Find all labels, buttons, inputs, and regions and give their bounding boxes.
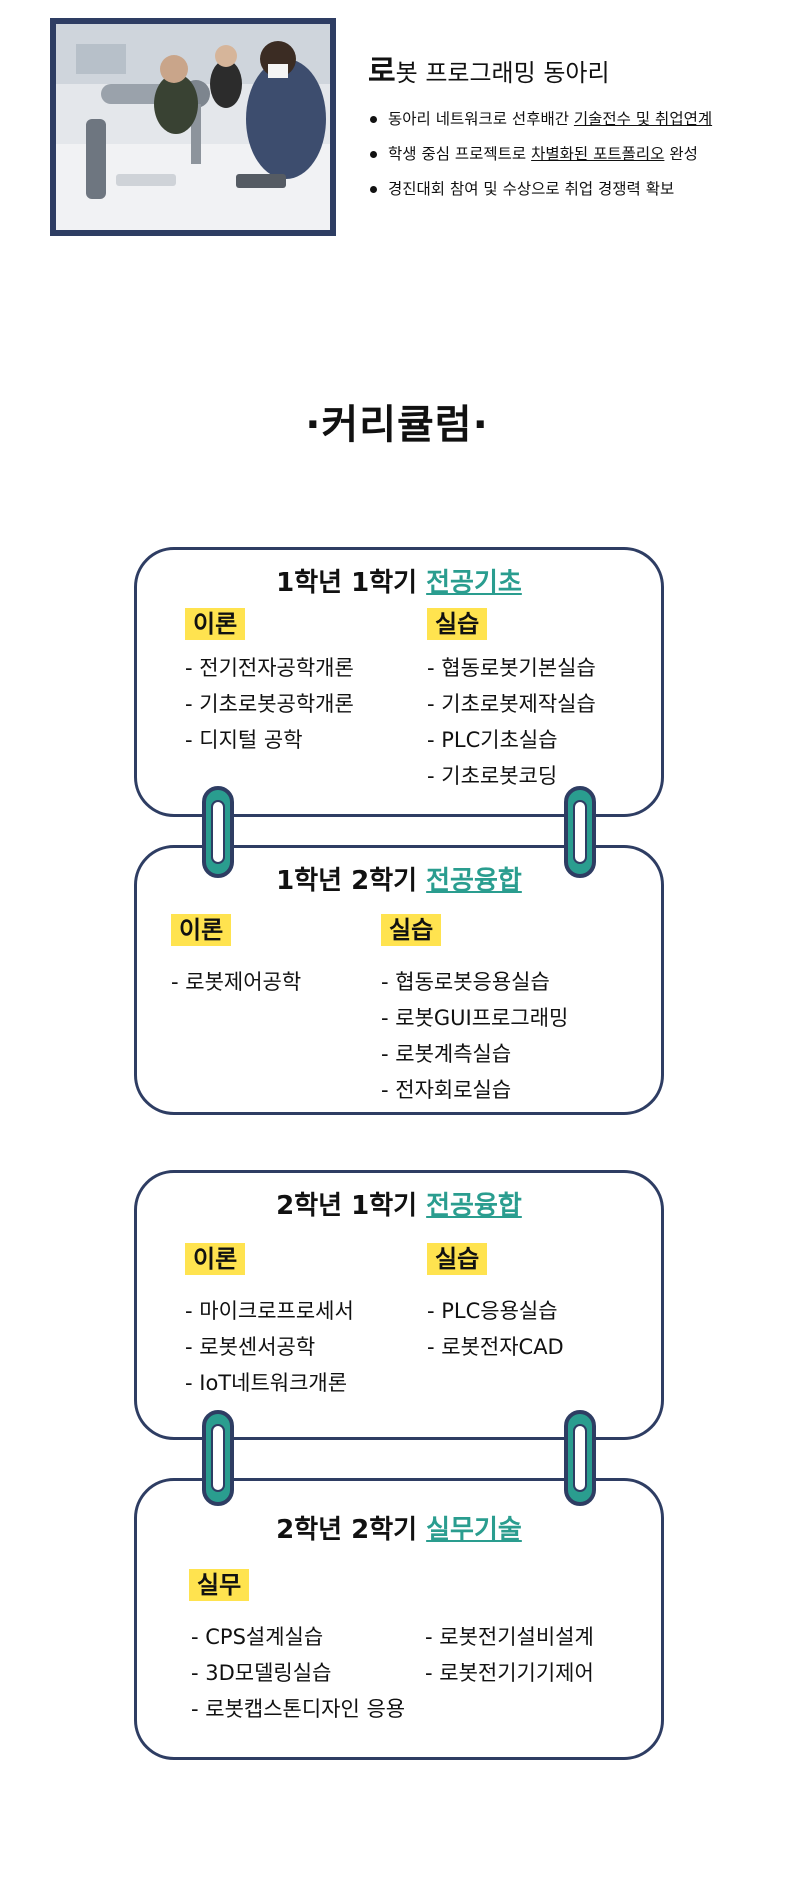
curriculum-card-y2s2: 2학년 2학기 실무기술 실무 - CPS설계실습 - 3D모델링실습 - 로봇… (134, 1478, 664, 1760)
practice-list: - PLC응용실습 - 로봇전자CAD (427, 1293, 564, 1365)
theory-list: - 로봇제어공학 (171, 964, 301, 1000)
curriculum-card-y1s1: 1학년 1학기 전공기초 이론 실습 - 전기전자공학개론 - 기초로봇공학개론… (134, 547, 664, 817)
list-item: - PLC기초실습 (427, 728, 558, 752)
list-item: - 3D모델링실습 (191, 1661, 332, 1685)
club-section: 로봇 프로그래밍 동아리 동아리 네트워크로 선후배간 기술전수 및 취업연계 … (50, 18, 770, 238)
work-tag: 실무 (189, 1569, 250, 1601)
card-title: 2학년 2학기 실무기술 (137, 1509, 661, 1546)
list-item: - IoT네트워크개론 (185, 1371, 348, 1395)
practice-tag: 실습 (427, 1243, 488, 1275)
card-track: 전공융합 (426, 1191, 522, 1221)
bullet-text: 동아리 네트워크로 선후배간 (388, 110, 574, 128)
club-title-lead: 로 (368, 54, 396, 89)
list-item: - 협동로봇기본실습 (427, 656, 596, 680)
card-term: 1학년 1학기 (276, 568, 427, 598)
list-item: - 기초로봇공학개론 (185, 692, 354, 716)
bullet-underline: 차별화된 포트폴리오 (531, 145, 665, 163)
theory-tag: 이론 (171, 914, 232, 946)
list-item: - 로봇전기설비설계 (425, 1625, 594, 1649)
list-item: - 로봇GUI프로그래밍 (381, 1006, 569, 1030)
theory-list: - 마이크로프로세서 - 로봇센서공학 - IoT네트워크개론 (185, 1293, 354, 1401)
theory-list: - 전기전자공학개론 - 기초로봇공학개론 - 디지털 공학 (185, 650, 354, 758)
theory-tag: 이론 (185, 1243, 246, 1275)
curriculum-card-y2s1: 2학년 1학기 전공융합 이론 실습 - 마이크로프로세서 - 로봇센서공학 -… (134, 1170, 664, 1440)
club-photo (50, 18, 336, 236)
bullet-underline: 기술전수 및 취업연계 (573, 110, 713, 128)
card-term: 1학년 2학기 (276, 866, 427, 896)
card-track: 전공융합 (426, 866, 522, 896)
club-bullets: 동아리 네트워크로 선후배간 기술전수 및 취업연계 학생 중심 프로젝트로 차… (368, 110, 788, 198)
card-track: 전공기초 (426, 568, 522, 598)
card-term: 2학년 1학기 (276, 1191, 427, 1221)
club-title: 로봇 프로그래밍 동아리 (368, 46, 788, 90)
list-item: - 기초로봇제작실습 (427, 692, 596, 716)
bullet-text: 학생 중심 프로젝트로 (388, 145, 532, 163)
work-list-col1: - CPS설계실습 - 3D모델링실습 - 로봇캡스톤디자인 응용 (191, 1619, 405, 1727)
list-item: - 전기전자공학개론 (185, 656, 354, 680)
binder-ring-right (564, 786, 596, 878)
work-list-col2: - 로봇전기설비설계 - 로봇전기기기제어 (425, 1619, 594, 1691)
card-title: 1학년 2학기 전공융합 (137, 860, 661, 897)
binder-ring-right (564, 1410, 596, 1506)
club-bullet: 학생 중심 프로젝트로 차별화된 포트폴리오 완성 (368, 145, 788, 163)
practice-list: - 협동로봇응용실습 - 로봇GUI프로그래밍 - 로봇계측실습 - 전자회로실… (381, 964, 568, 1108)
robot-lab-illustration (56, 24, 330, 230)
club-bullet: 경진대회 참여 및 수상으로 취업 경쟁력 확보 (368, 180, 788, 198)
club-info: 로봇 프로그래밍 동아리 동아리 네트워크로 선후배간 기술전수 및 취업연계 … (368, 46, 788, 215)
list-item: - 로봇계측실습 (381, 1042, 512, 1066)
list-item: - 기초로봇코딩 (427, 764, 558, 788)
club-title-rest: 봇 프로그래밍 동아리 (395, 59, 610, 87)
card-track: 실무기술 (426, 1515, 522, 1545)
card-title: 1학년 1학기 전공기초 (137, 562, 661, 599)
list-item: - 로봇제어공학 (171, 970, 302, 994)
bullet-text-after: 완성 (664, 145, 698, 163)
list-item: - PLC응용실습 (427, 1299, 558, 1323)
card-title: 2학년 1학기 전공융합 (137, 1185, 661, 1222)
card-term: 2학년 2학기 (276, 1515, 427, 1545)
bullet-text: 경진대회 참여 및 수상으로 취업 경쟁력 확보 (388, 180, 675, 198)
list-item: - CPS설계실습 (191, 1625, 324, 1649)
list-item: - 협동로봇응용실습 (381, 970, 550, 994)
practice-list: - 협동로봇기본실습 - 기초로봇제작실습 - PLC기초실습 - 기초로봇코딩 (427, 650, 596, 794)
curriculum-card-y1s2: 1학년 2학기 전공융합 이론 실습 - 로봇제어공학 - 협동로봇응용실습 -… (134, 845, 664, 1115)
list-item: - 전자회로실습 (381, 1078, 512, 1102)
practice-tag: 실습 (427, 608, 488, 640)
list-item: - 마이크로프로세서 (185, 1299, 354, 1323)
list-item: - 디지털 공학 (185, 728, 303, 752)
photo-scene (56, 24, 330, 230)
binder-ring-left (202, 786, 234, 878)
curriculum-heading: ·커리큘럼· (305, 402, 489, 448)
list-item: - 로봇전자CAD (427, 1335, 564, 1359)
club-bullet: 동아리 네트워크로 선후배간 기술전수 및 취업연계 (368, 110, 788, 128)
theory-tag: 이론 (185, 608, 246, 640)
binder-ring-left (202, 1410, 234, 1506)
list-item: - 로봇전기기기제어 (425, 1661, 594, 1685)
list-item: - 로봇캡스톤디자인 응용 (191, 1697, 406, 1721)
list-item: - 로봇센서공학 (185, 1335, 316, 1359)
practice-tag: 실습 (381, 914, 442, 946)
